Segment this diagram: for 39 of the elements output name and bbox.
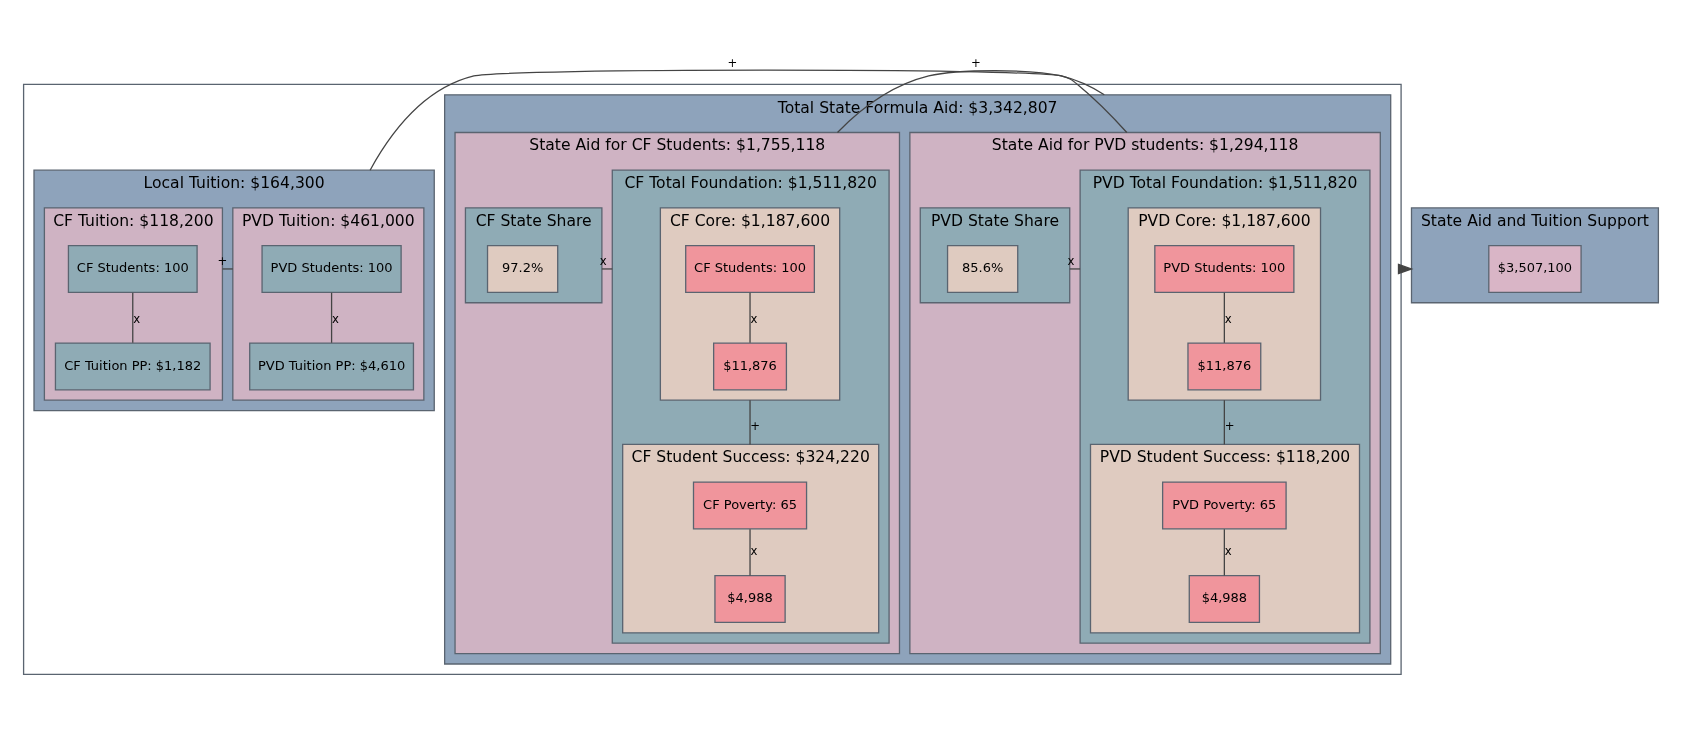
edge-label: x: [750, 544, 758, 559]
edge-label: x: [332, 311, 339, 326]
node-box: 97.2%: [486, 244, 559, 293]
node-box: PVD Students: 100: [261, 244, 402, 293]
edge-label: +: [727, 55, 738, 70]
connector: [369, 69, 1105, 171]
node-box: CF Students: 100: [685, 244, 815, 293]
node-box: $3,507,100: [1488, 244, 1582, 293]
connector: [749, 528, 751, 577]
node-box: CF Poverty: 65: [692, 481, 808, 530]
edge-label: +: [750, 419, 761, 434]
connector: [1223, 528, 1225, 577]
node-box: PVD Poverty: 65: [1162, 481, 1287, 530]
node-box: PVD Tuition PP: $4,610: [249, 342, 415, 391]
connector: [601, 268, 613, 270]
edge-label: x: [1224, 544, 1232, 559]
node-box: CF Tuition PP: $1,182: [54, 342, 211, 391]
edge-label: +: [1224, 419, 1235, 434]
connector: [221, 268, 234, 270]
connector: [1223, 292, 1225, 344]
edge-label: x: [1224, 311, 1232, 326]
connector: [749, 292, 751, 344]
cluster: [22, 83, 1402, 676]
connector: [132, 292, 134, 344]
node-box: $11,876: [1187, 342, 1262, 391]
connector: [836, 70, 1128, 134]
node-box: 85.6%: [946, 244, 1019, 293]
node-box: CF Students: 100: [67, 244, 198, 293]
connector: [1069, 268, 1081, 270]
edge-label: x: [133, 311, 141, 326]
edge-label: x: [750, 311, 758, 326]
connector: [749, 399, 751, 446]
connector: [1223, 399, 1225, 446]
edge-label: +: [970, 56, 981, 71]
connector: [330, 292, 333, 344]
node-box: $11,876: [713, 342, 788, 391]
node-box: $4,988: [1188, 575, 1261, 624]
node-box: $4,988: [714, 575, 786, 624]
node-box: PVD Students: 100: [1154, 244, 1295, 293]
